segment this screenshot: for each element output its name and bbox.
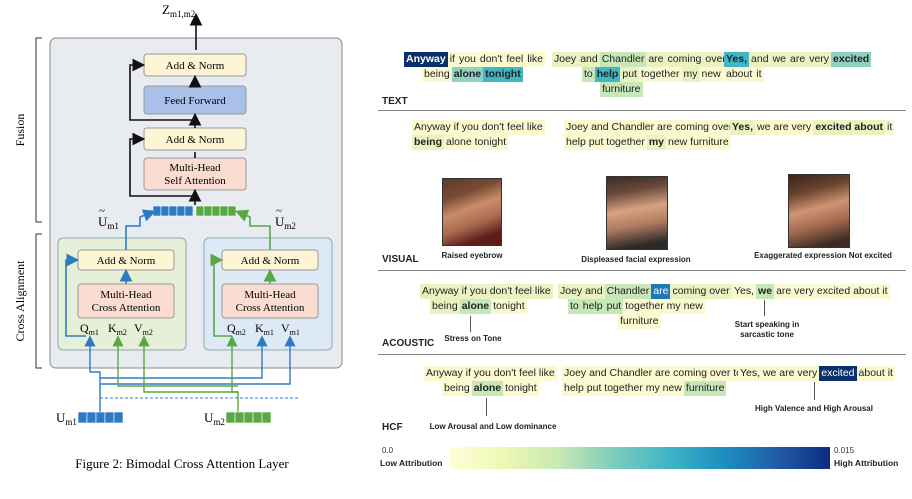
svg-text:Add & Norm: Add & Norm bbox=[166, 60, 225, 72]
svg-text:Km2: Km2 bbox=[108, 321, 127, 337]
separator bbox=[378, 270, 906, 271]
arrow bbox=[764, 300, 765, 316]
svg-text:Feed Forward: Feed Forward bbox=[164, 95, 226, 107]
colorbar-max: 0.015 bbox=[834, 446, 855, 455]
input-u-m2-label: Um2 bbox=[204, 410, 225, 427]
input-vector-m2 bbox=[225, 411, 272, 424]
hcf-seg2: Joey and Chandler are coming over to hel… bbox=[562, 366, 745, 396]
colorbar-high-label: High Attribution bbox=[834, 458, 899, 468]
svg-text:Add & Norm: Add & Norm bbox=[241, 255, 300, 267]
face-photo-3 bbox=[788, 174, 850, 248]
svg-text:Vm2: Vm2 bbox=[134, 321, 153, 337]
bimodal-cross-attention-diagram: Fusion Cross Alignment Zm1,m2 Add & Norm… bbox=[13, 2, 343, 471]
acoustic-note-1: Stress on Tone bbox=[444, 334, 502, 343]
acoustic-note-2: Start speaking in bbox=[734, 320, 800, 329]
output-label: Zm1,m2 bbox=[162, 2, 195, 19]
arrow bbox=[470, 316, 471, 332]
svg-text:Add & Norm: Add & Norm bbox=[97, 255, 156, 267]
svg-text:Qm1: Qm1 bbox=[80, 321, 99, 337]
svg-text:Km1: Km1 bbox=[255, 321, 274, 337]
svg-text:Multi-Head: Multi-Head bbox=[100, 289, 152, 301]
colorbar-low-label: Low Attribution bbox=[380, 458, 443, 468]
separator bbox=[378, 110, 906, 111]
figure-caption: Figure 2: Bimodal Cross Attention Layer bbox=[75, 456, 289, 471]
face-photo-2 bbox=[606, 176, 668, 250]
colorbar-min: 0.0 bbox=[382, 446, 394, 455]
face-photo-1 bbox=[442, 178, 502, 246]
acoustic-note-3: sarcastic tone bbox=[740, 330, 794, 339]
attribution-colorbar bbox=[450, 447, 830, 469]
svg-text:Multi-Head: Multi-Head bbox=[169, 162, 221, 174]
hcf-note-1: Low Arousal and Low dominance bbox=[429, 422, 557, 431]
visual-seg2: Joey and Chandler are coming over to hel… bbox=[564, 120, 747, 150]
cross-alignment-side-label: Cross Alignment bbox=[13, 260, 27, 342]
svg-text:Cross Attention: Cross Attention bbox=[92, 302, 161, 314]
visual-caption-1: Raised eyebrow bbox=[441, 251, 503, 260]
arrow bbox=[814, 382, 815, 400]
visual-caption-2: Displeased facial expression bbox=[581, 255, 691, 264]
modality-text-label: TEXT bbox=[382, 96, 408, 107]
input-u-m1-label: Um1 bbox=[56, 410, 77, 427]
concat-vector bbox=[152, 205, 237, 217]
visual-caption-3: Exaggerated expression Not excited bbox=[754, 251, 892, 260]
svg-text:~: ~ bbox=[276, 205, 282, 217]
svg-text:Add & Norm: Add & Norm bbox=[166, 134, 225, 146]
modality-acoustic-label: ACOUSTIC bbox=[382, 338, 435, 349]
svg-text:~: ~ bbox=[99, 205, 105, 217]
fusion-side-label: Fusion bbox=[13, 114, 27, 147]
svg-text:Vm1: Vm1 bbox=[281, 321, 300, 337]
modality-hcf-label: HCF bbox=[382, 422, 403, 433]
svg-text:Self Attention: Self Attention bbox=[164, 175, 226, 187]
u-tilde-m2-label: Um2 bbox=[275, 214, 296, 231]
svg-text:Cross Attention: Cross Attention bbox=[236, 302, 305, 314]
separator bbox=[378, 354, 906, 355]
arrow bbox=[486, 398, 487, 416]
svg-text:Multi-Head: Multi-Head bbox=[244, 289, 296, 301]
u-tilde-m1-label: Um1 bbox=[98, 214, 119, 231]
modality-visual-label: VISUAL bbox=[382, 254, 419, 265]
svg-text:Qm2: Qm2 bbox=[227, 321, 246, 337]
hcf-note-2: High Valence and High Arousal bbox=[755, 404, 873, 413]
input-vector-m1 bbox=[77, 411, 124, 424]
